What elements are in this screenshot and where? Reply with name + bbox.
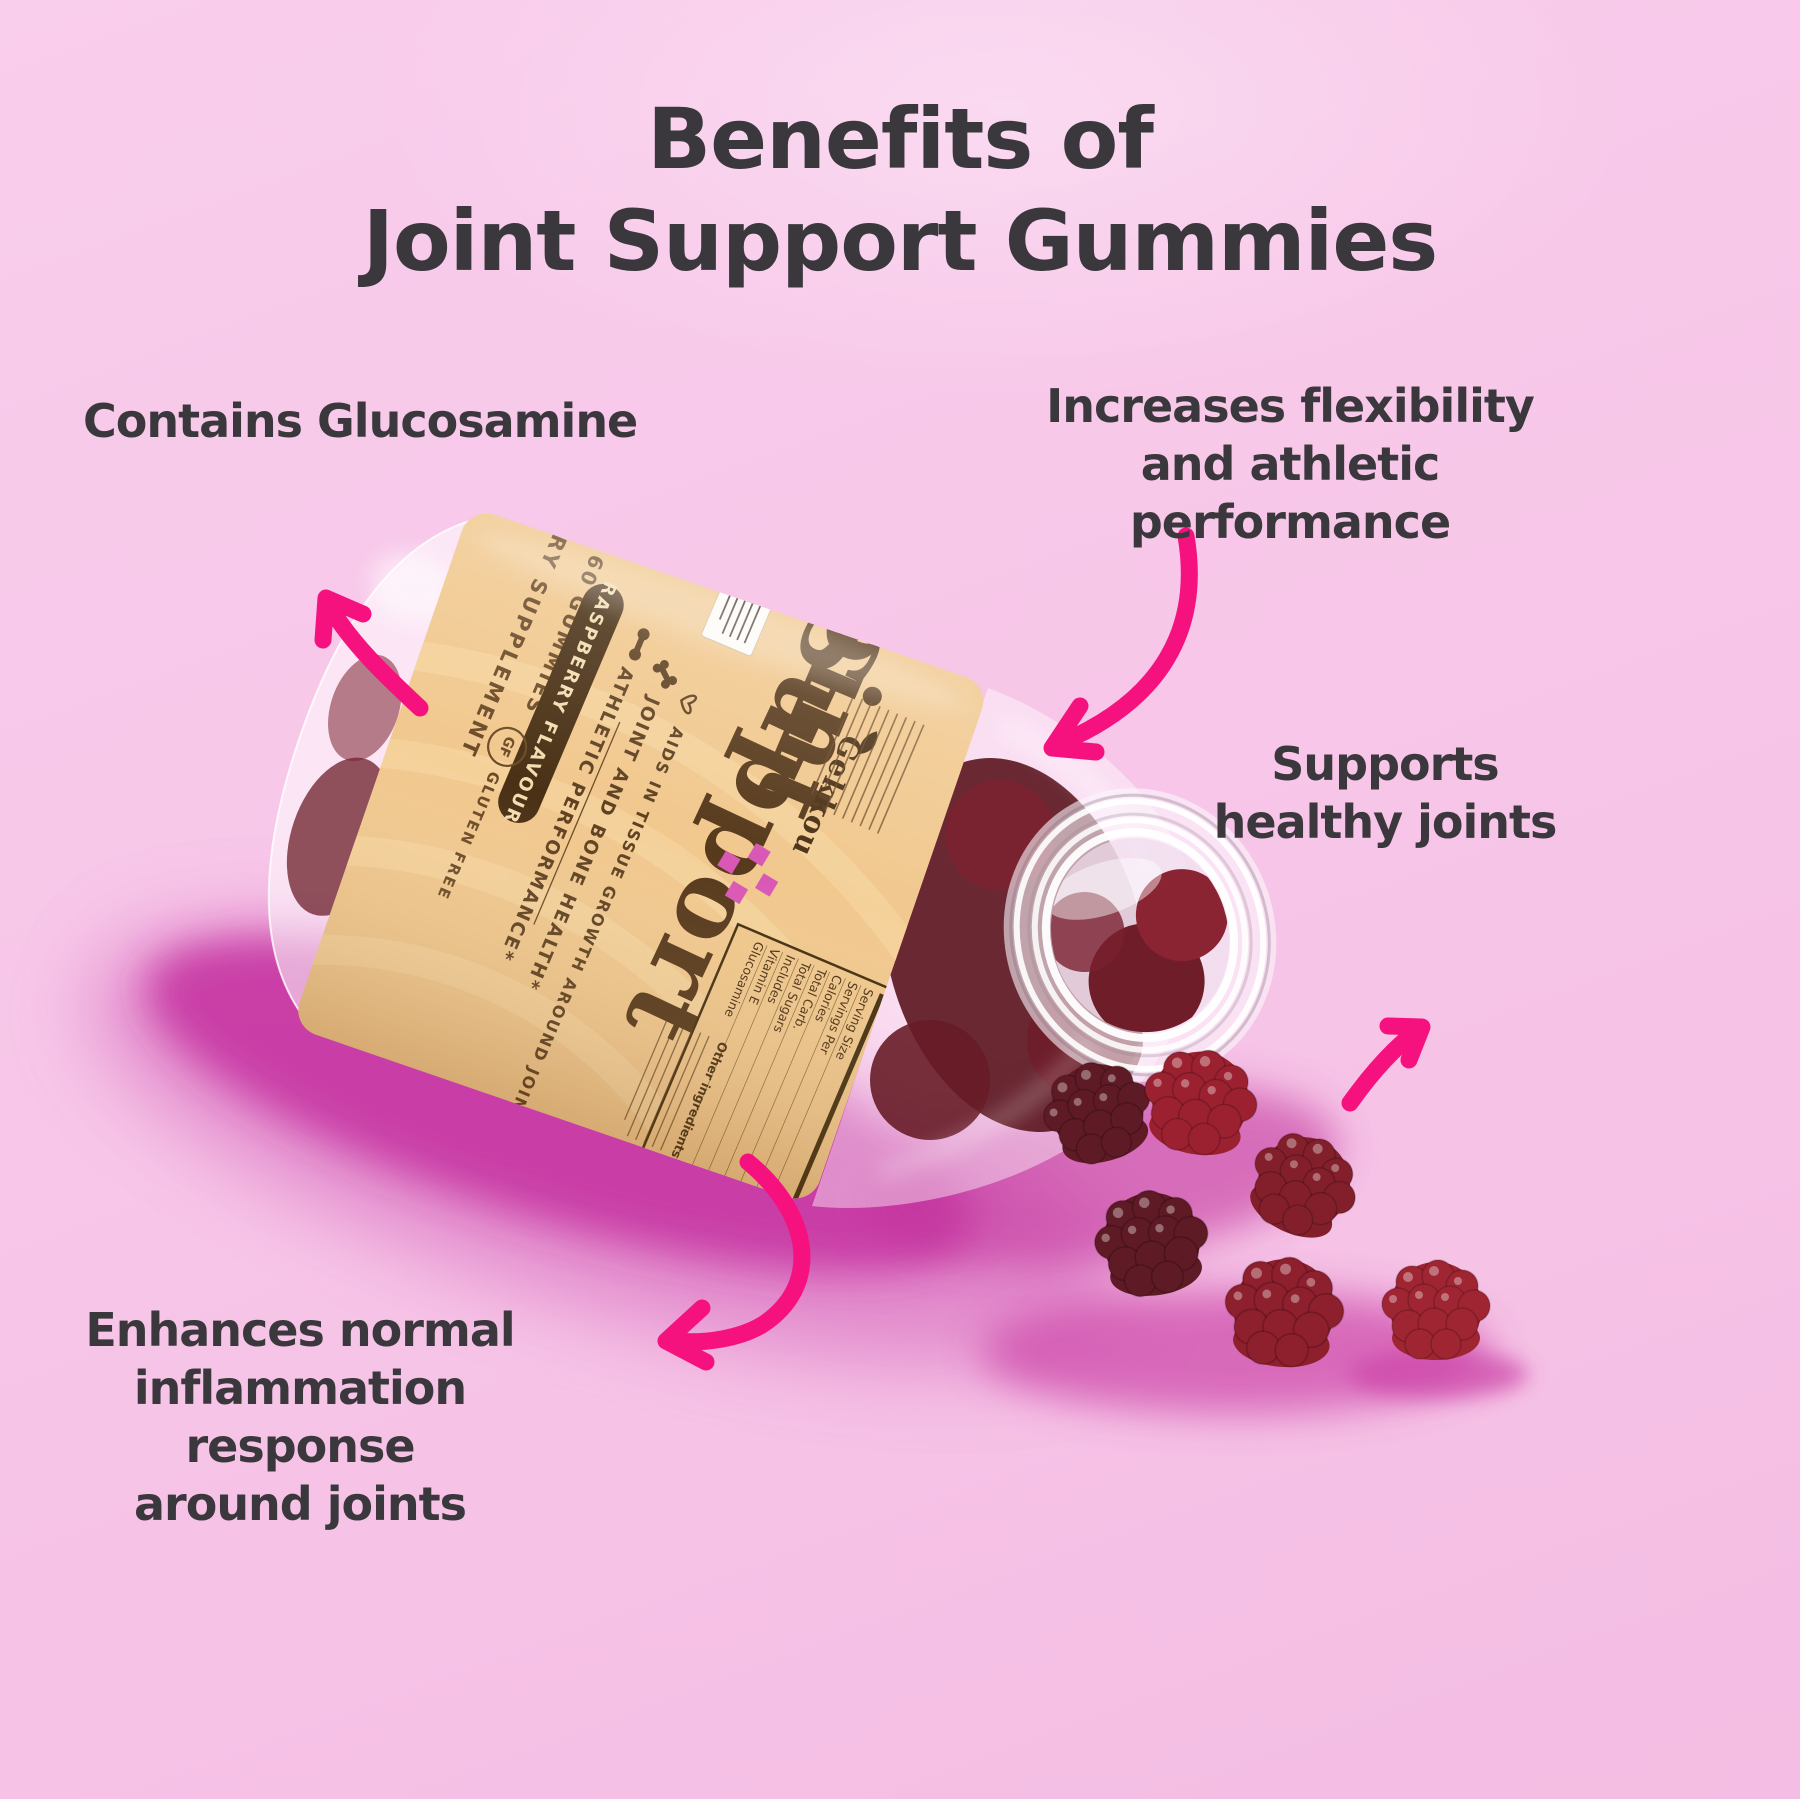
callout-glucosamine: Contains Glucosamine	[83, 394, 638, 448]
mouth-interior	[1044, 837, 1230, 1040]
title-line2: Joint Support Gummies	[362, 192, 1439, 291]
callout-line: inflammation response	[133, 1360, 467, 1473]
bottle-label: DIETARY SUPPLEMENT 60 GUMMIES RASPBERRY …	[291, 506, 991, 1206]
callout-line: healthy joints	[1213, 794, 1558, 849]
callout-line: Increases flexibility	[1046, 379, 1535, 433]
callout-inflammation: Enhances normal inflammation response ar…	[18, 1302, 582, 1534]
callout-healthy-joints: Supports healthy joints	[1200, 736, 1570, 852]
gummy	[1381, 1259, 1491, 1361]
callout-flexibility: Increases flexibility and athletic perfo…	[1030, 378, 1550, 552]
arrow-flexibility	[1043, 527, 1198, 761]
arrow-inflammation	[657, 1153, 811, 1371]
page-title: Benefits of Joint Support Gummies	[0, 88, 1800, 293]
callout-line: performance	[1129, 494, 1451, 549]
bottle-body: DIETARY SUPPLEMENT 60 GUMMIES RASPBERRY …	[267, 506, 991, 1206]
arrows	[314, 527, 1431, 1371]
callout-line: Supports	[1271, 737, 1499, 791]
bottle-mouth	[1003, 788, 1277, 1082]
callout-line: around joints	[133, 1476, 467, 1531]
arrow-glucosamine	[314, 589, 429, 717]
title-line1: Benefits of	[647, 90, 1154, 188]
callout-line: and athletic	[1140, 436, 1441, 491]
callout-line: Enhances normal	[85, 1303, 515, 1357]
arrow-healthy-joints	[1341, 1017, 1431, 1112]
